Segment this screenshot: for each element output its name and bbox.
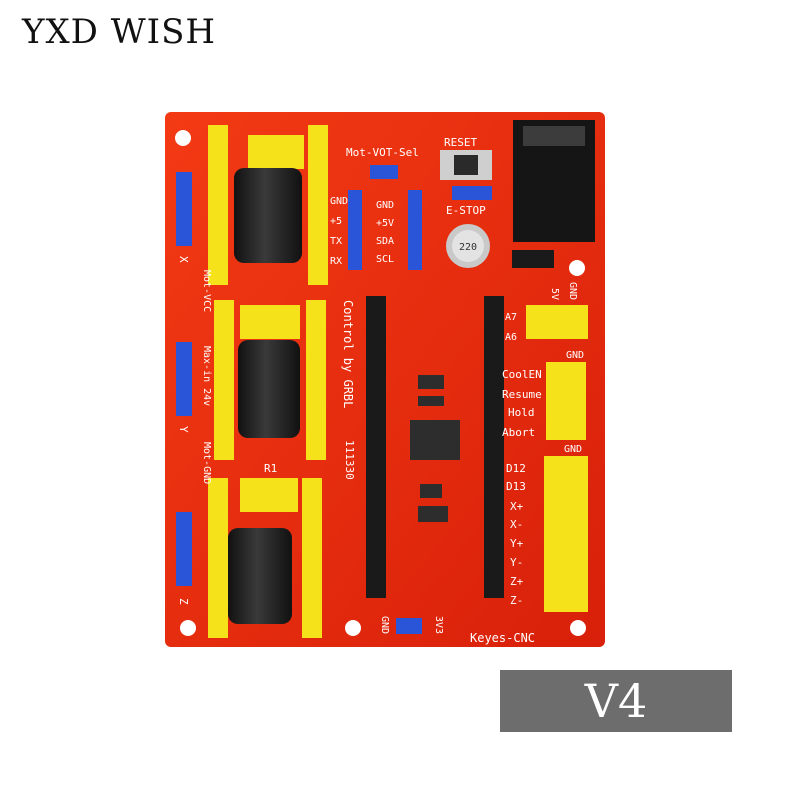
uart-label-0: GND <box>330 196 348 207</box>
limit-pin-label-4: X- <box>510 518 523 531</box>
mot-vcc-label: Mot-VCC <box>201 270 212 312</box>
right-label-0: 5V <box>549 288 560 300</box>
blue-pin-headers <box>348 165 492 634</box>
smd-components <box>410 375 460 522</box>
driver-socket-1 <box>208 125 328 285</box>
control-pin-label-3: Hold <box>508 406 535 419</box>
v33-label: 3V3 <box>433 616 444 634</box>
cap-value-label: 220 <box>459 242 477 253</box>
axis-z-label: Z <box>177 598 190 605</box>
control-pin-label-1: CoolEN <box>502 368 542 381</box>
gnd-bottom-label: GND <box>379 616 390 634</box>
r1-label: R1 <box>264 462 277 475</box>
axis-y-label: Y <box>177 426 190 433</box>
build-number-label: 111330 <box>343 440 356 480</box>
driver-socket-2 <box>214 300 326 460</box>
uart-label-2: TX <box>330 236 342 247</box>
mot-gnd-label: Mot-GND <box>201 442 212 484</box>
i2c-label-3: SCL <box>376 254 394 265</box>
right-label-1: GND <box>567 282 578 300</box>
limit-pin-label-5: Y+ <box>510 537 524 550</box>
control-pin-label-0: GND <box>566 350 584 361</box>
version-badge-text: V4 <box>584 674 648 728</box>
axis-headers <box>176 172 192 586</box>
limit-pin-label-3: X+ <box>510 500 524 513</box>
version-badge: V4 <box>500 670 732 732</box>
right-label-2: A7 <box>505 312 517 323</box>
right-label-3: A6 <box>505 332 517 343</box>
max-in-label: Max-in 24v <box>201 346 212 406</box>
mot-vot-sel-label: Mot-VOT-Sel <box>346 146 419 159</box>
uart-label-3: RX <box>330 256 342 267</box>
control-pin-label-4: Abort <box>502 426 535 439</box>
limit-pin-label-8: Z- <box>510 594 523 607</box>
limit-pin-label-6: Y- <box>510 556 523 569</box>
e-stop-label: E-STOP <box>446 204 486 217</box>
silver-capacitor <box>446 224 490 268</box>
driver-socket-3 <box>208 478 322 638</box>
right-yellow-headers <box>526 305 588 612</box>
limit-pin-label-7: Z+ <box>510 575 524 588</box>
nano-headers <box>366 296 504 598</box>
limit-pin-label-1: D12 <box>506 462 526 475</box>
mounting-holes <box>175 130 586 636</box>
power-jack-component <box>513 120 595 242</box>
i2c-label-2: SDA <box>376 236 394 247</box>
reset-button-component <box>440 150 492 180</box>
diode-component <box>512 250 554 268</box>
i2c-label-1: +5V <box>376 218 394 229</box>
control-by-grbl-label: Control by GRBL <box>341 300 355 408</box>
uart-label-1: +5 <box>330 216 342 227</box>
brand-watermark: YXD WISH <box>22 12 217 52</box>
limit-pin-label-0: GND <box>564 444 582 455</box>
control-pin-label-2: Resume <box>502 388 542 401</box>
i2c-label-0: GND <box>376 200 394 211</box>
keyes-cnc-label: Keyes-CNC <box>470 631 535 645</box>
reset-label: RESET <box>444 136 477 149</box>
axis-x-label: X <box>177 256 190 263</box>
limit-pin-label-2: D13 <box>506 480 526 493</box>
